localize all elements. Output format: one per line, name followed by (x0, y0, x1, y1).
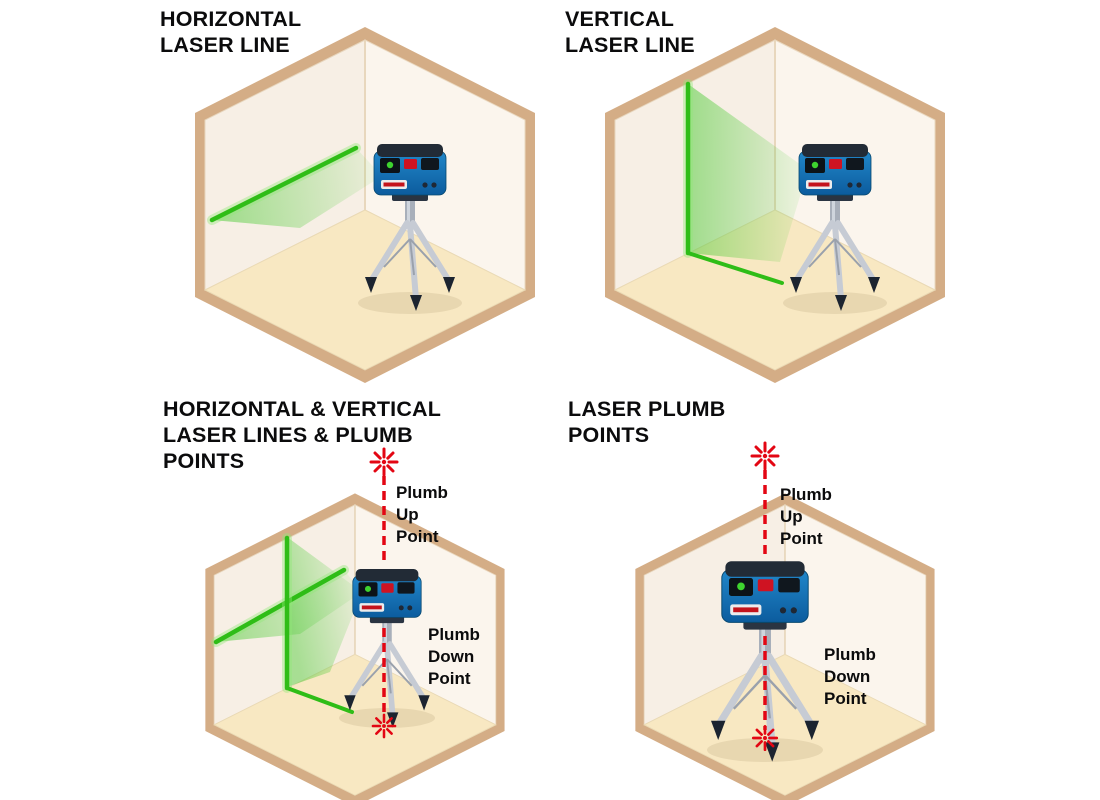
panel-vertical-laser-line: VERTICAL LASER LINE (550, 0, 1100, 400)
horizontal-laser-line (209, 145, 359, 223)
plumb-down-star-icon (751, 724, 779, 752)
vertical-laser-floor-trace (686, 251, 784, 285)
plumb-down-point-label: Plumb Down Point (824, 645, 876, 708)
plumb-up-star-icon (750, 441, 780, 471)
panel-combo-lines-plumb: HORIZONTAL & VERTICAL LASER LINES & PLUM… (0, 397, 550, 800)
panel-horizontal-laser-line: HORIZONTAL LASER LINE (0, 0, 550, 400)
horizontal-laser-line (213, 567, 347, 645)
tripod-shadow (339, 708, 435, 728)
horizontal-laser-fan (212, 148, 382, 228)
plumb-up-point-label: Plumb Up Point (780, 485, 832, 548)
illustration-vertical-line (604, 26, 946, 384)
plumb-down-star-icon (371, 713, 397, 739)
panel-title-horizontal: HORIZONTAL LASER LINE (160, 7, 302, 58)
plumb-up-point-label: Plumb Up Point (396, 483, 448, 546)
illustration-plumb-points (634, 441, 936, 800)
panel-laser-plumb-points: LASER PLUMB POINTS Plumb Up Point Plumb … (550, 397, 1100, 800)
illustration-combo (204, 447, 506, 800)
vertical-laser-fan (688, 84, 808, 262)
tripod-shadow (783, 292, 887, 314)
vertical-laser-floor-trace (285, 686, 354, 714)
plumb-down-point-label: Plumb Down Point (428, 625, 480, 688)
tripod-shadow (358, 292, 462, 314)
panel-title-vertical: VERTICAL LASER LINE (565, 7, 695, 58)
vertical-laser-fan (287, 537, 362, 687)
panel-title-combo: HORIZONTAL & VERTICAL LASER LINES & PLUM… (163, 397, 442, 474)
panel-title-plumb: LASER PLUMB POINTS (568, 397, 726, 448)
illustration-horizontal-line (194, 26, 536, 384)
